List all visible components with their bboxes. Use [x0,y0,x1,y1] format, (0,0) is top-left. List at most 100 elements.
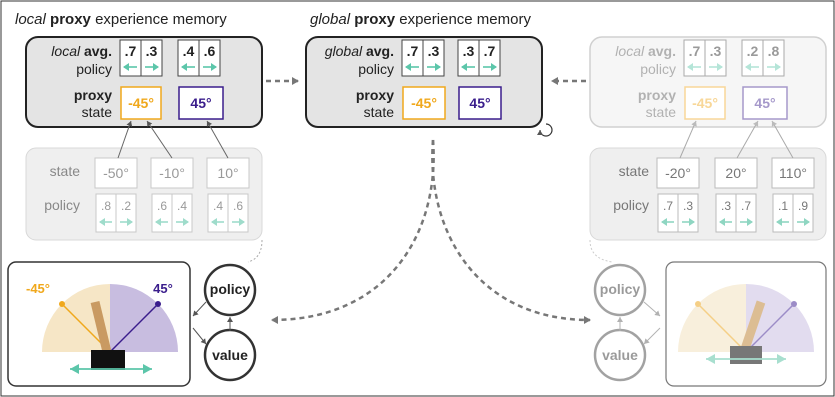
state-value-0: -20° [665,165,691,181]
avg-policy-pair-1: .4.6 [177,39,221,77]
local-memory-right: local avg. policy .7.3 .2.8 proxy state … [589,36,827,128]
experience-policies-right: .7 .3.3 .7 .1.9 [657,193,814,233]
avg-policy-pair-1-faded-value-1: .8 [768,43,780,59]
experience-states-right: -20° 20° 110° [656,157,815,189]
pendulum-pole-right [739,300,766,354]
left-arrow-icon [155,218,168,226]
experience-policy-pair-0-value-1: .2 [121,199,131,213]
left-arrow-icon [719,218,732,226]
global-proxy-label: proxy [356,87,394,103]
proxy-label-faded: proxy [638,87,676,103]
global-policy-pair-1: .3.7 [457,39,501,77]
value-node-label-faded: value [602,347,638,363]
proxy-state-box-pos [178,86,224,120]
avg-policy-pair-0-faded-cell-1 [704,39,727,77]
avg-policy-pair-1-faded-cell-1 [762,39,785,77]
right-arrow-icon [682,218,695,226]
left-arrow-icon [181,63,195,71]
state-value-2: 10° [217,165,238,181]
experience-state-label-right: state [619,163,650,179]
right-arrow-icon [203,63,217,71]
value-node-label: value [212,347,248,363]
experience-policy-pair-2: .4 .6 [207,193,249,233]
value-network-node-faded [593,328,647,382]
state-label-faded: state [646,104,677,120]
policy-label: policy [76,61,112,77]
right-arrow-icon [232,218,245,226]
right-arrow-icon [145,63,159,71]
global-memory: global avg. policy .7.3 .3.7 proxy state… [305,36,553,137]
right-arrow-icon [767,63,781,71]
state-value-1: 20° [725,165,746,181]
left-arrow-icon [211,218,224,226]
left-arrow-icon [123,63,137,71]
local-memory-box-faded [589,36,827,128]
right-arrow-icon [120,218,133,226]
experience-policy-label-right: policy [613,197,649,213]
state-box-1 [150,157,194,189]
avg-policy-pair-1-faded: .2.8 [741,39,785,77]
policy-label-faded: policy [640,61,676,77]
right-arrow-icon [483,63,497,71]
left-arrow-icon [776,218,789,226]
right-arrow-icon [709,63,723,71]
global-policy-pair-0-value-0: .7 [407,43,419,59]
left-arrow-icon [405,63,419,71]
assignment-arrows-right [679,120,794,159]
experience-policy-pair-0-value-0: .7 [663,199,673,213]
experience-policy-pair-2: .1.9 [772,193,814,233]
experience-policy-pair-2-value-0: .4 [213,199,223,213]
pendulum-cart [91,350,125,370]
local-memory-left: local avg. policy .7.3 .4.6 proxy state … [25,36,263,128]
angle-label-neg: -45° [26,281,50,296]
state-value-2: 110° [779,165,807,181]
action-right-icon-right [777,354,786,364]
policy-node-label-faded: policy [600,281,641,297]
experience-policy-pair-0-value-1: .3 [683,199,693,213]
global-proxy-state-box-neg [402,86,446,120]
action-left-icon-right [706,354,715,364]
policy-to-env-arrow [192,301,207,317]
experience-policy-pair-1: .6.4 [151,193,193,233]
state-box-0 [94,157,138,189]
assignment-arrows-left [117,120,229,159]
proxy-state-pos-faded: 45° [754,95,775,111]
state-value-1: -10° [159,165,185,181]
global-memory-title: global proxy experience memory [310,11,531,28]
experience-state-label: state [50,163,81,179]
left-arrow-icon [461,63,475,71]
avg-policy-pair-0-faded-value-0: .7 [689,43,701,59]
policy-node-label: policy [210,281,251,297]
update-cycle-icon [537,123,553,137]
experience-policy-pair-1-value-1: .7 [741,199,751,213]
experience-policy-pair-0-value-0: .8 [101,199,111,213]
experience-policy-pair-2-value-1: .9 [798,199,808,213]
proxy-label: proxy [74,87,112,103]
global-policy-label: policy [358,61,394,77]
avg-policy-pair-1-value-1: .6 [204,43,216,59]
agent-right: policy value [593,263,661,382]
global-proxy-state-pos: 45° [469,95,490,111]
right-arrow-icon [797,218,810,226]
global-to-agent-right-arrow [431,139,591,324]
global-proxy-state-box-pos [458,86,502,120]
experience-box-right [589,147,827,241]
experience-link-left [247,239,263,263]
right-arrow-icon [740,218,753,226]
proxy-ray-pos [109,303,159,353]
global-avg-policy-label: global avg. [325,43,394,59]
experience-policy-pair-2-value-1: .6 [233,199,243,213]
state-value-0: -50° [103,165,129,181]
right-arrow-icon [176,218,189,226]
global-policy-pair-0: .7.3 [401,39,445,77]
experience-policy-pair-0: .7 .3 [657,193,699,233]
proxy-state-neg: -45° [128,95,154,111]
global-policy-pair-1-value-0: .3 [463,43,475,59]
right-arrow-icon [427,63,441,71]
experience-policy-label: policy [44,197,80,213]
avg-policy-pair-0-value-1: .3 [146,43,158,59]
avg-policy-pair-1-faded-cell-0 [741,39,764,77]
left-arrow-icon [661,218,674,226]
experience-states: -50° -10° 10° [94,157,250,189]
